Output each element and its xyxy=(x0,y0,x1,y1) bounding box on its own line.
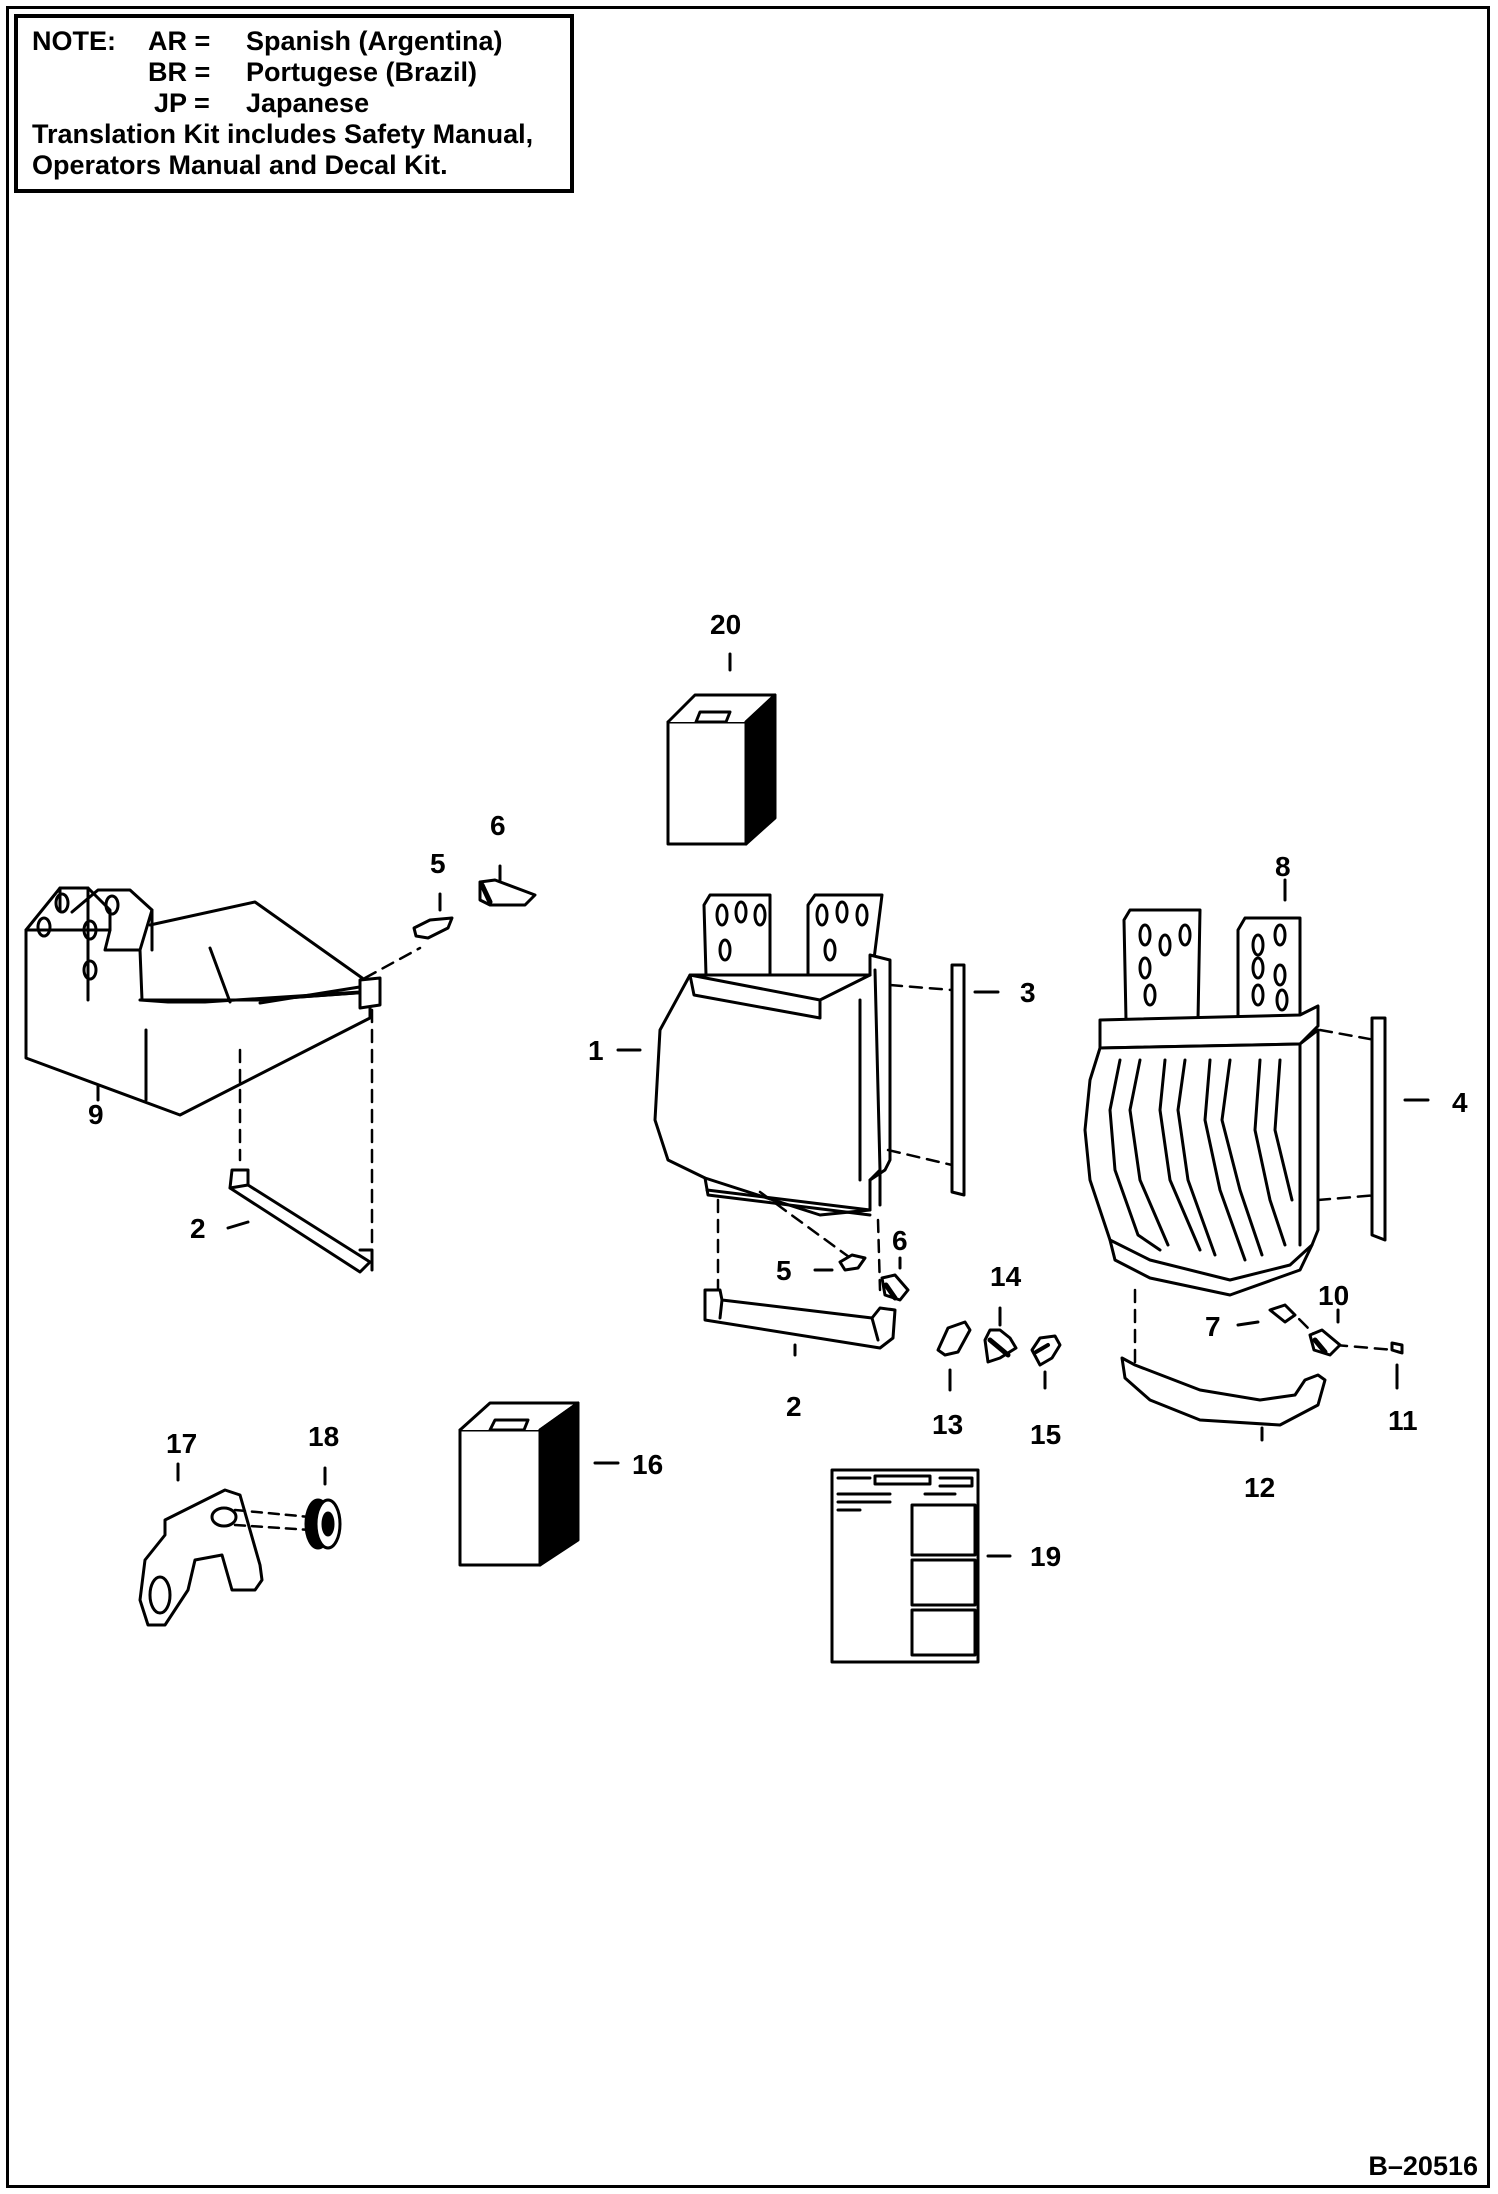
callout-16: 16 xyxy=(632,1449,663,1480)
callout-6-lower: 6 xyxy=(892,1225,908,1256)
note-label: NOTE: xyxy=(32,26,116,56)
note-lang-br: Portugese (Brazil) xyxy=(246,57,478,87)
pin-11 xyxy=(1390,1341,1404,1355)
note-kit-line-1: Translation Kit includes Safety Manual, xyxy=(32,119,534,149)
tooth-7 xyxy=(1268,1303,1297,1324)
instruction-sheet-19 xyxy=(830,1468,980,1664)
callout-15: 15 xyxy=(1030,1419,1061,1450)
callout-20: 20 xyxy=(710,609,741,640)
leader-7 xyxy=(1236,1320,1260,1327)
bucket-9 xyxy=(24,886,382,1117)
drawing-reference: B–20516 xyxy=(1368,2151,1478,2181)
tooth-5-upper xyxy=(412,916,454,940)
callout-1: 1 xyxy=(588,1035,604,1066)
adapter-10 xyxy=(1308,1328,1342,1357)
adapter-6-lower xyxy=(880,1273,910,1302)
decal-kit-box-20 xyxy=(666,693,777,846)
tooth-15 xyxy=(1030,1334,1062,1367)
callout-5-lower: 5 xyxy=(776,1255,792,1286)
callout-9: 9 xyxy=(88,1099,104,1130)
callout-13: 13 xyxy=(932,1409,963,1440)
callout-12: 12 xyxy=(1244,1472,1275,1503)
cutting-edge-12 xyxy=(1120,1356,1327,1427)
note-code-br: BR = xyxy=(148,57,211,87)
callout-19: 19 xyxy=(1030,1541,1061,1572)
tooth-14 xyxy=(983,1328,1018,1364)
drawing-frame xyxy=(6,6,1490,2188)
bracket-17 xyxy=(138,1488,264,1627)
note-code-jp: JP = xyxy=(154,88,210,118)
callout-6-upper: 6 xyxy=(490,810,506,841)
note-box: NOTE: AR = Spanish (Argentina) BR = Port… xyxy=(14,14,574,193)
tooth-13 xyxy=(936,1320,972,1357)
callout-18: 18 xyxy=(308,1421,339,1452)
callout-10: 10 xyxy=(1318,1280,1349,1311)
callout-2-left: 2 xyxy=(190,1213,206,1244)
note-lang-ar: Spanish (Argentina) xyxy=(246,26,503,56)
callout-17: 17 xyxy=(166,1428,197,1459)
side-cutter-4 xyxy=(1370,1016,1387,1242)
callout-5-upper: 5 xyxy=(430,848,446,879)
note-lang-jp: Japanese xyxy=(246,88,370,118)
callout-7: 7 xyxy=(1205,1311,1221,1342)
leader-2a xyxy=(226,1220,250,1230)
callout-2-center: 2 xyxy=(786,1391,802,1422)
callout-14: 14 xyxy=(990,1261,1022,1292)
bucket-1 xyxy=(653,893,892,1217)
tooth-5-lower xyxy=(838,1253,867,1272)
kit-box-16 xyxy=(458,1401,580,1567)
callout-11: 11 xyxy=(1388,1405,1418,1436)
callout-4: 4 xyxy=(1452,1087,1468,1118)
side-cutter-2-left xyxy=(228,1168,374,1274)
adapter-6-upper xyxy=(478,878,537,907)
note-code-ar: AR = xyxy=(148,26,211,56)
side-cutter-3 xyxy=(950,963,966,1197)
cutting-edge-2-center xyxy=(703,1288,897,1350)
note-kit-line-2: Operators Manual and Decal Kit. xyxy=(32,150,448,180)
bucket-8 xyxy=(1083,908,1320,1297)
callout-8: 8 xyxy=(1275,851,1291,882)
callout-3: 3 xyxy=(1020,977,1036,1008)
bushing-18 xyxy=(304,1498,342,1550)
